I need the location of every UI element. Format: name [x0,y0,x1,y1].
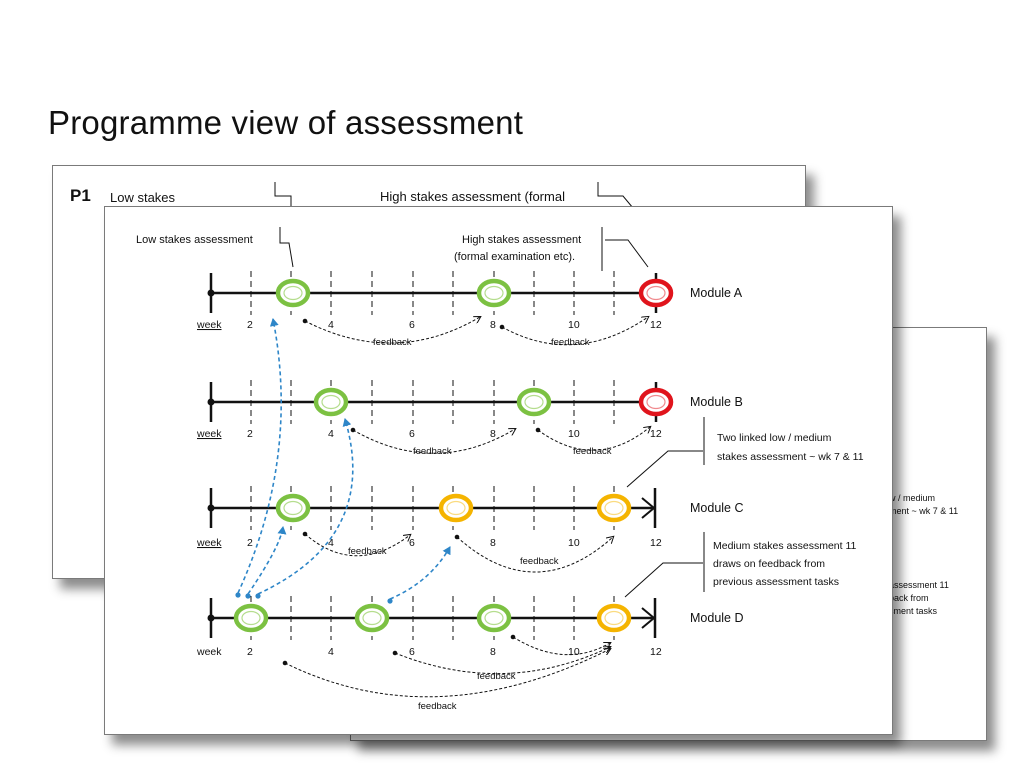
feedback-labels: feedback feedback feedback feedback feed… [348,337,612,712]
week-number: 8 [490,537,496,549]
week-number: 6 [409,319,415,331]
week-label: week [196,537,222,549]
back-callout-lines [274,182,634,209]
week-number: 2 [247,319,253,331]
link-arrows [237,318,451,600]
marker-b-1 [313,387,349,417]
week-number: 10 [568,537,580,549]
week-number: 2 [247,646,253,658]
week-label: week [196,428,222,440]
week-number: 8 [490,428,496,440]
feedback-label: feedback [348,546,387,557]
note-c-callout [626,450,703,488]
week-label: week [196,319,222,331]
marker-d-3 [476,603,512,633]
week-number: 4 [328,537,334,549]
marker-c-2 [438,493,474,523]
module-d-timeline [207,598,657,638]
module-a-label: Module A [690,286,743,300]
marker-d-1 [233,603,269,633]
high-callout-line [605,239,649,268]
feedback-label: feedback [413,446,452,457]
timeline-diagram: Low stakes assessment High stakes assess… [136,227,864,712]
week-number: 12 [650,646,662,658]
marker-a-3 [638,278,674,308]
high-stakes-label: High stakes assessment (formal [380,189,565,204]
week-number: 4 [328,428,334,440]
module-c-timeline [207,488,657,528]
week-number: 4 [328,646,334,658]
low-stakes-label: Low stakes [110,190,176,205]
feedback-origin-dots [282,318,541,666]
note-d-line-1: Medium stakes assessment 11 [713,540,857,552]
module-labels: Module A Module B Module C Module D [690,286,744,625]
note-c-line-1: Two linked low / medium [717,432,832,444]
week-number: 12 [650,428,662,440]
feedback-label: feedback [573,446,612,457]
marker-a-1 [275,278,311,308]
week-row-b: week 2 4 6 8 10 12 [196,428,662,440]
week-number: 2 [247,428,253,440]
front-card: Low stakes assessment High stakes assess… [104,206,893,735]
week-row-a: week 2 4 6 8 10 12 [196,319,662,331]
marker-a-2 [476,278,512,308]
week-row-c: week 2 4 6 8 10 12 [196,537,662,549]
week-number: 12 [650,319,662,331]
week-number: 6 [409,646,415,658]
feedback-label: feedback [551,337,590,348]
note-d-callout [624,562,703,598]
week-number: 8 [490,646,496,658]
module-d-label: Module D [690,611,744,625]
feedback-label: feedback [418,701,457,712]
note-d-line-2: draws on feedback from [713,558,825,570]
marker-d-2 [354,603,390,633]
feedback-arrows [284,317,650,698]
module-c-label: Module C [690,501,744,515]
module-b-timeline [207,382,658,422]
week-label: week [196,646,222,658]
week-number: 2 [247,537,253,549]
week-number: 4 [328,319,334,331]
page-title: Programme view of assessment [48,104,524,141]
link-origin-dots [235,592,393,604]
back-note-medium: assessment 11 back from sment tasks [889,580,949,616]
card-label: P1 [70,186,91,205]
week-number: 10 [568,319,580,331]
marker-c-3 [596,493,632,523]
feedback-label: feedback [477,671,516,682]
high-stakes-label-2: (formal examination etc). [454,251,575,263]
marker-b-3 [638,387,674,417]
feedback-label: feedback [520,556,559,567]
feedback-label: feedback [373,337,412,348]
marker-c-1 [275,493,311,523]
marker-d-4 [596,603,632,633]
week-number: 6 [409,537,415,549]
week-number: 6 [409,428,415,440]
high-stakes-label-1: High stakes assessment [462,234,581,246]
week-number: 8 [490,319,496,331]
note-c-line-2: stakes assessment ~ wk 7 & 11 [717,451,864,463]
note-d-line-3: previous assessment tasks [713,576,839,588]
week-row-d: week 2 4 6 8 10 12 [196,646,662,658]
low-callout-line [279,227,294,268]
module-a-timeline [207,273,658,313]
marker-b-2 [516,387,552,417]
week-number: 10 [568,646,580,658]
module-b-label: Module B [690,395,743,409]
week-number: 12 [650,537,662,549]
low-stakes-label: Low stakes assessment [136,234,253,246]
back-note-linked: w / medium ment ~ wk 7 & 11 [889,493,959,516]
week-number: 10 [568,428,580,440]
